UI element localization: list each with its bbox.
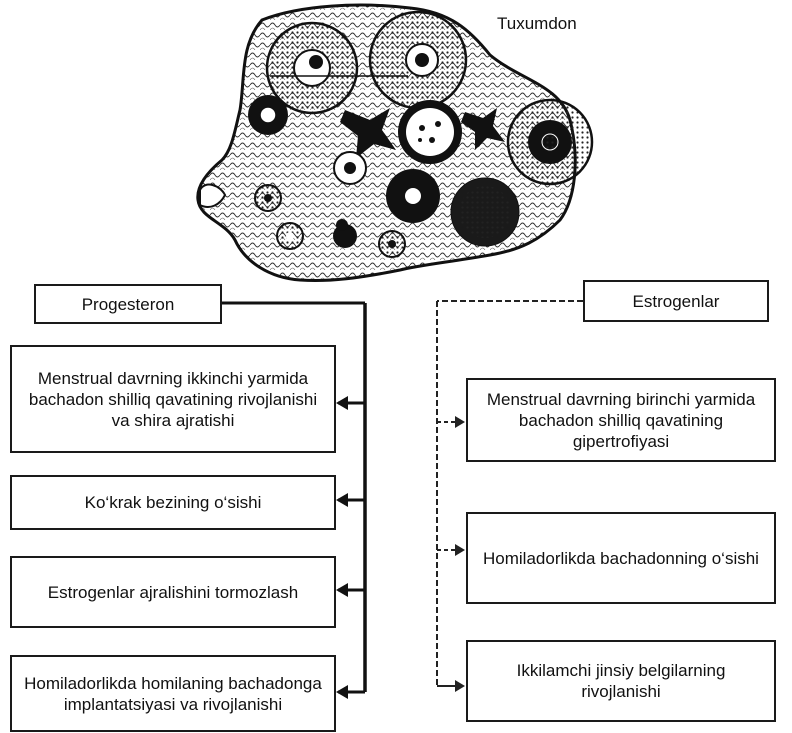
estrogen-effect-3: Ikkilamchi jinsiy belgilarning rivojlani… — [466, 640, 776, 722]
estrogen-effect-1: Menstrual davrning birinchi yarmida bach… — [466, 378, 776, 462]
progesterone-title-box: Progesteron — [34, 284, 222, 324]
progesterone-effect-4: Homiladorlikda homilaning bachadonga imp… — [10, 655, 336, 732]
estrogen-effect-2: Homiladorlikda bachadonning o‘sishi — [466, 512, 776, 604]
progesterone-title: Progesteron — [82, 294, 175, 315]
progesterone-effect-3: Estrogenlar ajralishini tormozlash — [10, 556, 336, 628]
ovary-label: Tuxumdon — [497, 14, 577, 34]
progesterone-effect-1: Menstrual davrning ikkinchi yarmida bach… — [10, 345, 336, 453]
estrogens-title: Estrogenlar — [633, 291, 720, 312]
estrogens-title-box: Estrogenlar — [583, 280, 769, 322]
estrogen-connectors — [437, 301, 583, 692]
ovary-illustration — [198, 5, 592, 280]
progesterone-effect-2: Ko‘krak bezining o‘sishi — [10, 475, 336, 530]
